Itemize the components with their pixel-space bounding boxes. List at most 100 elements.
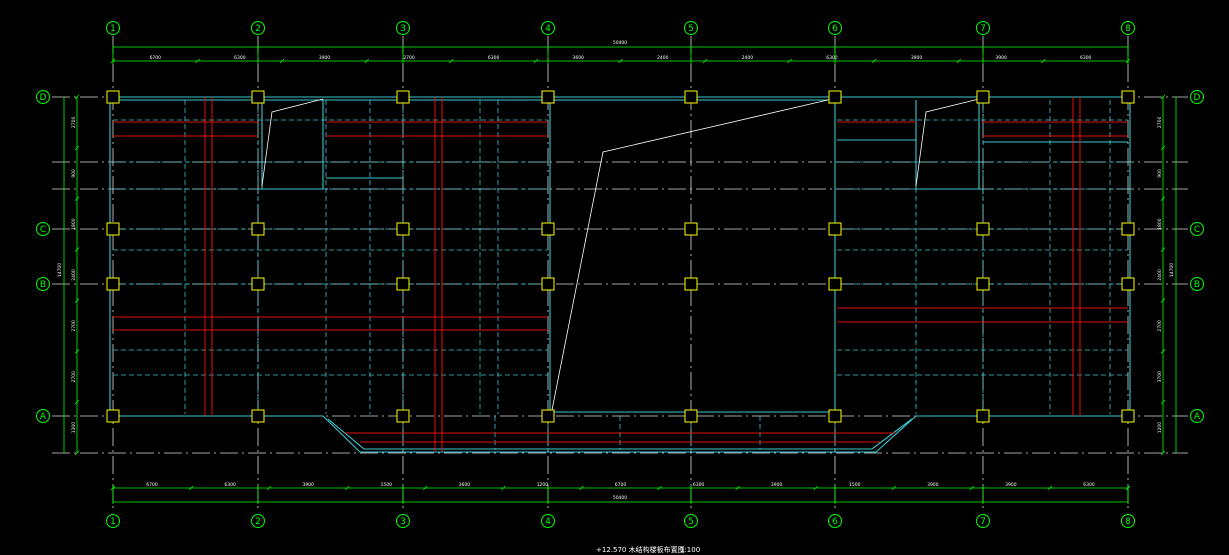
left-dim-segment-label: 2700	[71, 371, 77, 383]
left-block-outline	[108, 96, 551, 415]
right-dim-segment-label: 1200	[1157, 422, 1163, 434]
column	[828, 222, 842, 236]
top-dim-segment-label: 2700	[403, 55, 415, 61]
axis-bubble-top-8: 8	[1121, 21, 1135, 35]
top-dim-segment-label: 6300	[234, 55, 246, 61]
svg-text:A: A	[1194, 412, 1201, 422]
bottom-dim-segment-tick	[813, 485, 818, 491]
top-dim-segment-label: 2400	[657, 55, 669, 61]
bottom-dim-segment-label: 6700	[615, 482, 627, 488]
column	[684, 222, 698, 236]
top-dim-segment-tick	[533, 58, 539, 64]
axis-bubble-right-C: C	[1190, 222, 1204, 236]
svg-text:6: 6	[832, 24, 838, 34]
column	[1121, 277, 1135, 291]
column	[976, 90, 990, 104]
axis-bubble-right-D: D	[1190, 90, 1204, 104]
axis-bubble-bottom-4: 4	[541, 514, 555, 528]
bottom-dim-segment-label: 6300	[693, 482, 705, 488]
column	[976, 277, 990, 291]
column	[106, 277, 120, 291]
svg-text:1: 1	[110, 24, 116, 34]
svg-text:4: 4	[545, 24, 551, 34]
svg-text:3: 3	[400, 517, 406, 527]
void-left-outline	[261, 100, 324, 190]
right-dim-segment-tick	[1160, 349, 1166, 354]
left-dim-total: 14700	[57, 263, 63, 277]
column	[251, 409, 265, 423]
svg-text:D: D	[1194, 93, 1201, 103]
column	[106, 409, 120, 423]
bottom-dim-segment-tick	[579, 485, 584, 491]
bottom-dim-segment-tick	[501, 485, 506, 491]
svg-text:3: 3	[400, 24, 406, 34]
right-dim-segment-label: 900	[1157, 169, 1163, 178]
column	[106, 222, 120, 236]
right-dim-total: 14700	[1169, 263, 1175, 277]
right-dim-segment-tick	[1160, 196, 1166, 201]
left-dim-segment-label: 1800	[71, 218, 77, 230]
column	[828, 409, 842, 423]
svg-text:7: 7	[980, 24, 986, 34]
axis-bubble-bottom-7: 7	[976, 514, 990, 528]
bottom-dim-segment-label: 1200	[537, 482, 549, 488]
top-dim-segment-label: 3900	[911, 55, 923, 61]
left-dim-segment-label: 2700	[71, 320, 77, 332]
axis-bubble-left-A: A	[36, 409, 50, 423]
right-dim-segment-tick	[1160, 94, 1166, 100]
axis-bubble-right-A: A	[1190, 409, 1204, 423]
left-dim-segment-tick	[74, 450, 80, 456]
top-dim-segment-tick	[1041, 58, 1046, 64]
bottom-dim-segment-label: 3900	[927, 482, 939, 488]
left-dim-segment-tick	[74, 145, 80, 151]
column	[541, 90, 555, 104]
column	[684, 90, 698, 104]
bottom-dim-segment-tick	[735, 485, 740, 491]
bottom-dim-segment-tick	[266, 485, 272, 491]
top-dim-segment-label: 3900	[319, 55, 331, 61]
right-dim-segment-tick	[1160, 399, 1166, 405]
column	[396, 90, 410, 104]
left-dim-segment-label: 900	[71, 169, 77, 178]
svg-text:A: A	[40, 412, 47, 422]
axis-bubble-bottom-1: 1	[106, 514, 120, 528]
right-dim-segment-label: 2400	[1157, 269, 1163, 281]
axis-bubble-left-C: C	[36, 222, 50, 236]
left-dim-segment-label: 2700	[71, 117, 77, 129]
top-dim-segment-tick	[956, 58, 962, 64]
column	[1121, 409, 1135, 423]
bottom-dim-segment-label: 1500	[381, 482, 393, 488]
column	[684, 277, 698, 291]
drawing-scale: 1:100	[680, 546, 700, 554]
svg-text:5: 5	[688, 24, 694, 34]
axis-bubble-top-7: 7	[976, 21, 990, 35]
top-dim-segment-label: 6300	[1080, 55, 1092, 61]
axis-bubble-top-4: 4	[541, 21, 555, 35]
top-dim-segment-tick	[618, 58, 623, 64]
bottom-dim-segment-tick	[1047, 485, 1053, 491]
left-dim-segment-tick	[74, 196, 80, 201]
top-dim-segment-label: 6300	[826, 55, 838, 61]
bottom-dim-segment-label: 6300	[1083, 482, 1095, 488]
right-dim-segment-tick	[1160, 450, 1166, 456]
svg-text:4: 4	[545, 517, 551, 527]
top-dim-segment-label: 2400	[742, 55, 754, 61]
axis-bubble-left-B: B	[36, 277, 50, 291]
top-dim-segment-tick	[787, 58, 792, 64]
column	[1121, 222, 1135, 236]
bottom-dim-total: 50400	[613, 495, 627, 501]
svg-text:D: D	[40, 93, 47, 103]
column	[541, 409, 555, 423]
column	[1121, 90, 1135, 104]
column	[251, 90, 265, 104]
svg-text:1: 1	[110, 517, 116, 527]
column	[396, 409, 410, 423]
column	[396, 277, 410, 291]
column	[251, 277, 265, 291]
column	[541, 277, 555, 291]
bottom-dim-segment-label: 3600	[459, 482, 471, 488]
bottom-dim-segment-tick	[891, 485, 897, 491]
axis-bubble-left-D: D	[36, 90, 50, 104]
